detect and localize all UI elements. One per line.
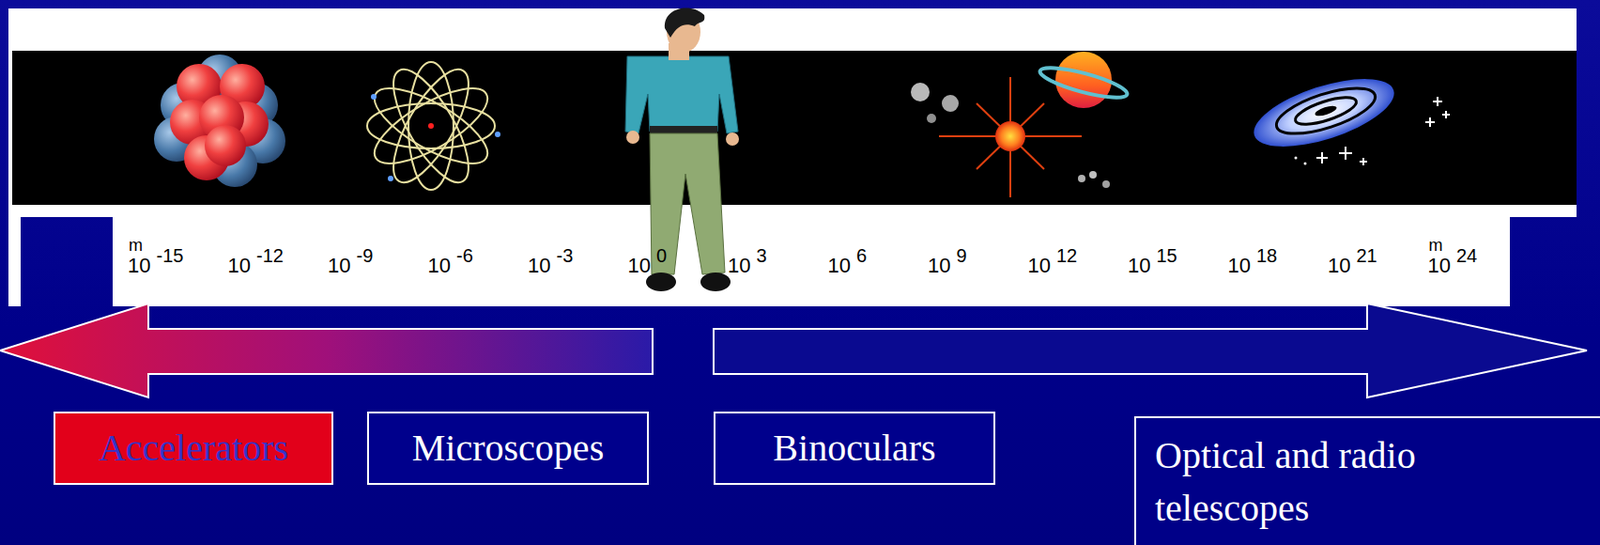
box-label: Optical and radio telescopes: [1154, 429, 1465, 535]
scale-band: [112, 215, 1510, 307]
scale-exponent: 6: [856, 246, 867, 265]
left-arrow: [0, 303, 653, 398]
scale-base: 10: [727, 255, 751, 277]
solar-system: [910, 51, 1130, 198]
scale-base: 10: [228, 255, 251, 277]
microscopes-box: Microscopes: [367, 411, 649, 485]
telescopes-box: Optical and radio telescopes: [1134, 415, 1600, 545]
scale-base: 10: [527, 255, 551, 277]
scale-exponent: -9: [355, 246, 373, 265]
nucleus: [153, 54, 286, 187]
box-label: Accelerators: [98, 421, 289, 475]
binoculars-box: Binoculars: [713, 411, 996, 485]
accelerators-box: Accelerators: [53, 411, 334, 485]
scale-base: 10: [828, 255, 851, 277]
scale-exponent: 21: [1355, 246, 1377, 265]
black-band: [12, 50, 1577, 205]
scale-base: 10: [1327, 255, 1351, 277]
scale-exponent: 3: [755, 246, 767, 265]
box-label: Microscopes: [412, 421, 604, 475]
unit-label: m: [1429, 236, 1444, 254]
unit-label: m: [128, 236, 143, 254]
box-label: Binoculars: [772, 421, 936, 475]
scale-exponent: 12: [1056, 246, 1077, 265]
scale-base: 10: [327, 255, 351, 277]
scale-base: 10: [1028, 255, 1051, 277]
scale-exponent: 24: [1456, 246, 1477, 265]
scale-base: 10: [1428, 255, 1451, 277]
scale-exponent: 9: [955, 246, 967, 265]
galaxy: [1246, 64, 1450, 166]
right-arrow: [713, 303, 1587, 398]
scale-exponent: -15: [155, 246, 184, 265]
scale-exponent: 18: [1256, 246, 1277, 265]
atom: [364, 59, 501, 193]
scale-base: 10: [1127, 255, 1151, 277]
scale-base: 10: [927, 255, 951, 277]
scale-exponent: -3: [555, 246, 573, 265]
scale-base: 10: [127, 255, 151, 277]
scale-exponent: -6: [456, 246, 474, 265]
scale-base: 10: [628, 255, 651, 277]
scale-base: 10: [428, 255, 451, 277]
scale-exponent: 15: [1155, 246, 1177, 265]
white-panel: [8, 8, 1577, 217]
person: [625, 7, 739, 292]
white-strip: [8, 215, 21, 307]
scale-base: 10: [1228, 255, 1251, 277]
scale-exponent: 0: [656, 246, 667, 265]
scale-exponent: -12: [256, 246, 284, 265]
